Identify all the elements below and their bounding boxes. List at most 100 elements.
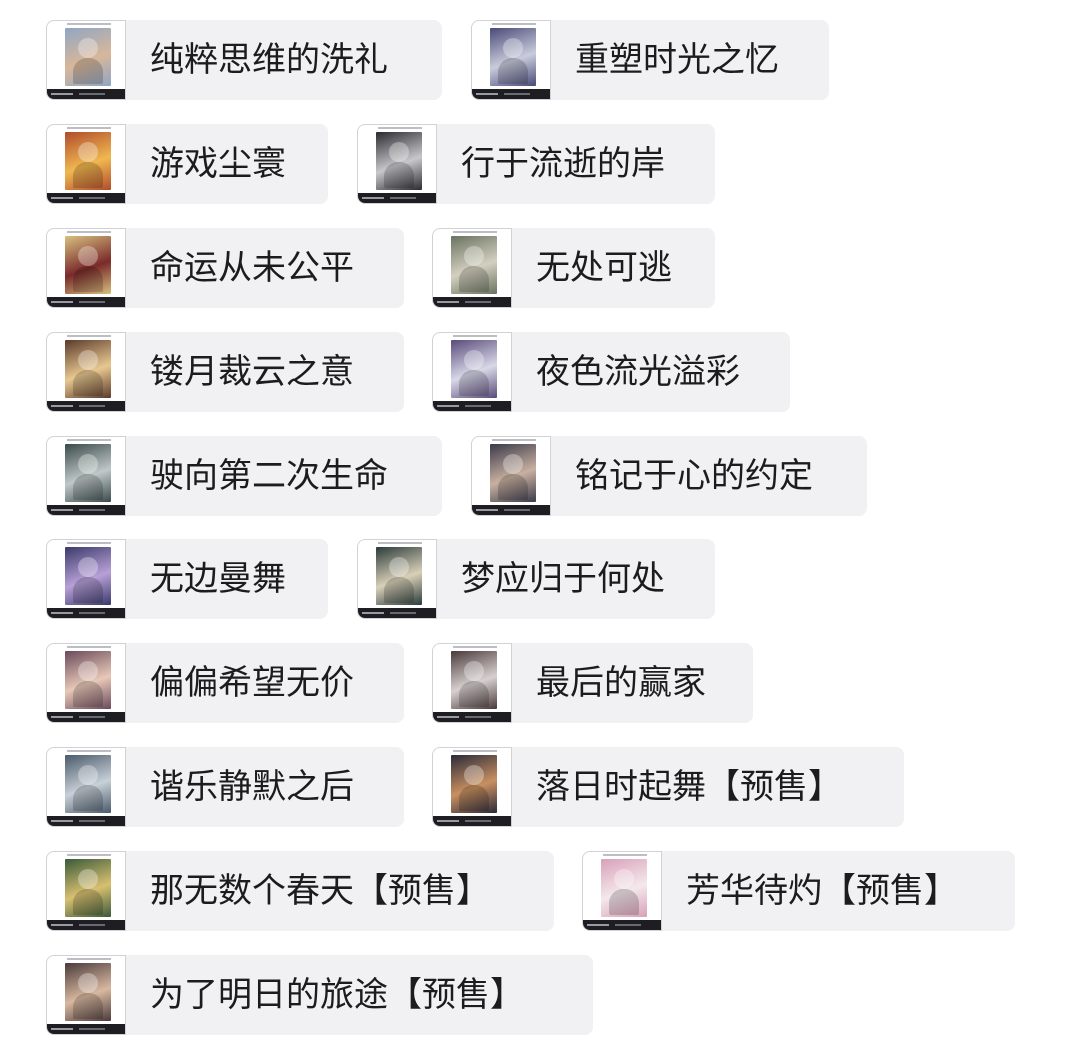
tag-label: 夜色流光溢彩: [536, 352, 740, 392]
character-art-icon: [376, 547, 422, 605]
thumbnail-image: [46, 228, 126, 308]
thumbnail-header-line: [67, 127, 111, 129]
character-art-icon: [65, 547, 111, 605]
tag-item-1[interactable]: 纯粹思维的洗礼: [46, 20, 442, 100]
thumbnail-footer-bar: [358, 193, 436, 203]
thumbnail-header-line: [67, 335, 111, 337]
tag-label: 纯粹思维的洗礼: [150, 40, 388, 80]
thumbnail-header-line: [378, 127, 422, 129]
tag-item-5[interactable]: 命运从未公平: [46, 228, 404, 308]
thumbnail-footer-bar: [47, 608, 125, 618]
character-art-icon: [490, 444, 536, 502]
tag-item-12[interactable]: 梦应归于何处: [357, 539, 715, 619]
character-art-icon: [451, 340, 497, 398]
tag-label: 为了明日的旅途【预售】: [150, 975, 524, 1015]
thumbnail-image: [46, 436, 126, 516]
thumbnail-footer-bar: [47, 920, 125, 930]
character-art-icon: [451, 651, 497, 709]
tag-label: 行于流逝的岸: [461, 144, 665, 184]
tag-item-19[interactable]: 为了明日的旅途【预售】: [46, 955, 593, 1035]
thumbnail-header-line: [67, 542, 111, 544]
thumbnail-image: [46, 124, 126, 204]
tag-label: 无边曼舞: [150, 559, 286, 599]
character-art-icon: [65, 444, 111, 502]
tag-item-15[interactable]: 谐乐静默之后: [46, 747, 404, 827]
thumbnail-header-line: [603, 854, 647, 856]
thumbnail-image: [46, 955, 126, 1035]
character-art-icon: [376, 132, 422, 190]
thumbnail-image: [432, 747, 512, 827]
thumbnail-footer-bar: [433, 297, 511, 307]
character-art-icon: [451, 755, 497, 813]
tag-item-17[interactable]: 那无数个春天【预售】: [46, 851, 554, 931]
thumbnail-footer-bar: [472, 89, 550, 99]
tag-label: 最后的赢家: [536, 663, 706, 703]
thumbnail-header-line: [453, 231, 497, 233]
tag-item-4[interactable]: 行于流逝的岸: [357, 124, 715, 204]
thumbnail-image: [582, 851, 662, 931]
thumbnail-footer-bar: [47, 816, 125, 826]
tag-label: 驶向第二次生命: [150, 456, 388, 496]
tag-label: 铭记于心的约定: [575, 456, 813, 496]
thumbnail-footer-bar: [433, 401, 511, 411]
tag-item-3[interactable]: 游戏尘寰: [46, 124, 328, 204]
tag-item-11[interactable]: 无边曼舞: [46, 539, 328, 619]
thumbnail-image: [471, 20, 551, 100]
thumbnail-image: [46, 747, 126, 827]
thumbnail-header-line: [67, 439, 111, 441]
thumbnail-footer-bar: [47, 1024, 125, 1034]
thumbnail-footer-bar: [47, 297, 125, 307]
character-art-icon: [65, 755, 111, 813]
thumbnail-header-line: [67, 646, 111, 648]
thumbnail-header-line: [67, 23, 111, 25]
thumbnail-footer-bar: [358, 608, 436, 618]
character-art-icon: [65, 859, 111, 917]
thumbnail-footer-bar: [433, 816, 511, 826]
character-art-icon: [65, 132, 111, 190]
thumbnail-header-line: [378, 542, 422, 544]
tag-label: 芳华待灼【预售】: [686, 871, 958, 911]
tag-label: 谐乐静默之后: [150, 767, 354, 807]
tag-item-14[interactable]: 最后的赢家: [432, 643, 753, 723]
thumbnail-header-line: [67, 854, 111, 856]
thumbnail-header-line: [453, 750, 497, 752]
tag-item-8[interactable]: 夜色流光溢彩: [432, 332, 790, 412]
thumbnail-header-line: [453, 646, 497, 648]
tag-label: 无处可逃: [536, 248, 672, 288]
tag-label: 游戏尘寰: [150, 144, 286, 184]
character-art-icon: [65, 28, 111, 86]
tag-item-10[interactable]: 铭记于心的约定: [471, 436, 867, 516]
thumbnail-header-line: [492, 23, 536, 25]
thumbnail-footer-bar: [47, 505, 125, 515]
character-art-icon: [65, 651, 111, 709]
tag-item-9[interactable]: 驶向第二次生命: [46, 436, 442, 516]
thumbnail-header-line: [67, 750, 111, 752]
thumbnail-footer-bar: [433, 712, 511, 722]
character-art-icon: [65, 963, 111, 1021]
character-art-icon: [65, 236, 111, 294]
tag-item-16[interactable]: 落日时起舞【预售】: [432, 747, 904, 827]
tag-label: 落日时起舞【预售】: [536, 767, 842, 807]
thumbnail-header-line: [67, 958, 111, 960]
tag-item-7[interactable]: 镂月裁云之意: [46, 332, 404, 412]
thumbnail-image: [46, 851, 126, 931]
thumbnail-footer-bar: [47, 193, 125, 203]
tag-item-13[interactable]: 偏偏希望无价: [46, 643, 404, 723]
thumbnail-footer-bar: [472, 505, 550, 515]
tag-label: 那无数个春天【预售】: [150, 871, 490, 911]
thumbnail-header-line: [492, 439, 536, 441]
thumbnail-image: [357, 124, 437, 204]
tag-item-6[interactable]: 无处可逃: [432, 228, 715, 308]
tag-item-18[interactable]: 芳华待灼【预售】: [582, 851, 1015, 931]
thumbnail-footer-bar: [47, 89, 125, 99]
thumbnail-image: [471, 436, 551, 516]
tag-item-2[interactable]: 重塑时光之忆: [471, 20, 829, 100]
thumbnail-image: [432, 643, 512, 723]
thumbnail-image: [46, 539, 126, 619]
tag-label: 命运从未公平: [150, 248, 354, 288]
tag-label: 重塑时光之忆: [575, 40, 779, 80]
tag-label: 偏偏希望无价: [150, 663, 354, 703]
thumbnail-footer-bar: [583, 920, 661, 930]
thumbnail-image: [432, 228, 512, 308]
